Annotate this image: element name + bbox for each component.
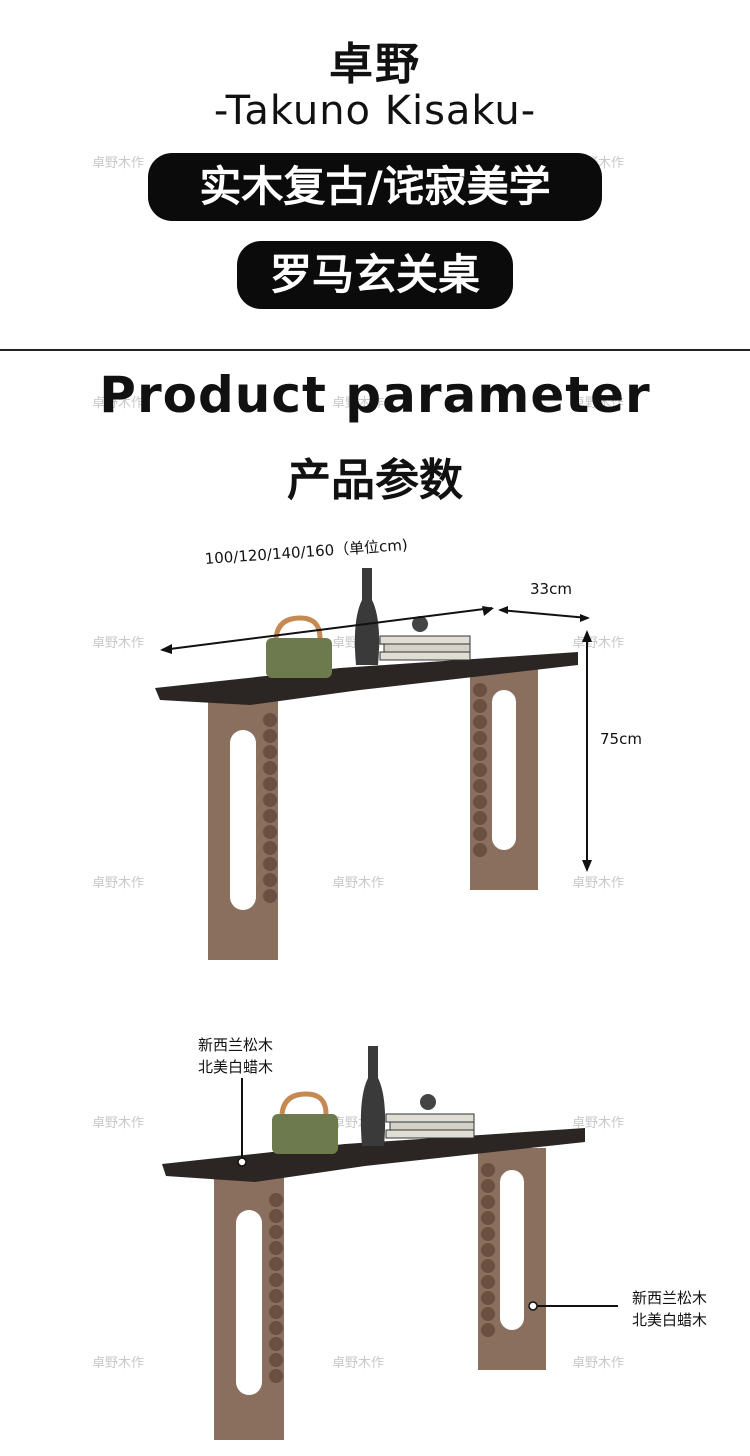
watermark: 卓野木作 [92,396,145,411]
watermark: 卓野木作 [92,876,145,891]
height-label: 75cm [600,730,642,748]
left-leg [208,695,278,960]
table-illustration-dimensions [155,568,592,960]
watermark: 卓野木作 [572,1116,625,1131]
vase [354,568,380,665]
material-line: 北美白蜡木 [198,1058,274,1076]
books [379,635,471,645]
section-title-en: Product parameter [99,366,651,424]
right-leg [470,668,538,890]
left-leg [214,1175,284,1440]
watermark: 卓野木作 [92,1116,145,1131]
section-title-cn: 产品参数 [287,455,463,506]
watermark: 卓野木作 [332,1356,385,1371]
watermark: 卓野木作 [572,396,625,411]
watermark: 卓野木作 [572,876,625,891]
books [385,1113,475,1123]
watermark: 卓野木作 [572,1356,625,1371]
vase [360,1046,386,1146]
table-illustration-materials [162,1046,618,1440]
watermark: 卓野木作 [92,156,145,171]
section-divider [0,349,750,351]
material-line: 新西兰松木 [632,1289,708,1307]
speaker [272,1114,338,1154]
depth-label: 33cm [530,580,572,598]
speaker [266,638,332,678]
material-line: 新西兰松木 [198,1036,274,1054]
right-leg [478,1148,546,1370]
watermark: 卓野木作 [332,396,385,411]
watermark: 卓野木作 [332,876,385,891]
material-line: 北美白蜡木 [632,1311,708,1329]
style-tag: 实木复古/诧寂美学 [148,153,602,221]
tabletop [155,652,578,705]
watermark: 卓野木作 [92,1356,145,1371]
material-callout-leg: 新西兰松木 北美白蜡木 [632,1287,707,1331]
product-name-tag: 罗马玄关桌 [237,241,513,309]
tabletop [162,1128,585,1182]
brand-name-cn: 卓野 [329,39,421,90]
brand-name-en: -Takuno Kisaku- [213,88,537,134]
watermark: 卓野木作 [92,636,145,651]
material-callout-top: 新西兰松木 北美白蜡木 [198,1034,273,1078]
